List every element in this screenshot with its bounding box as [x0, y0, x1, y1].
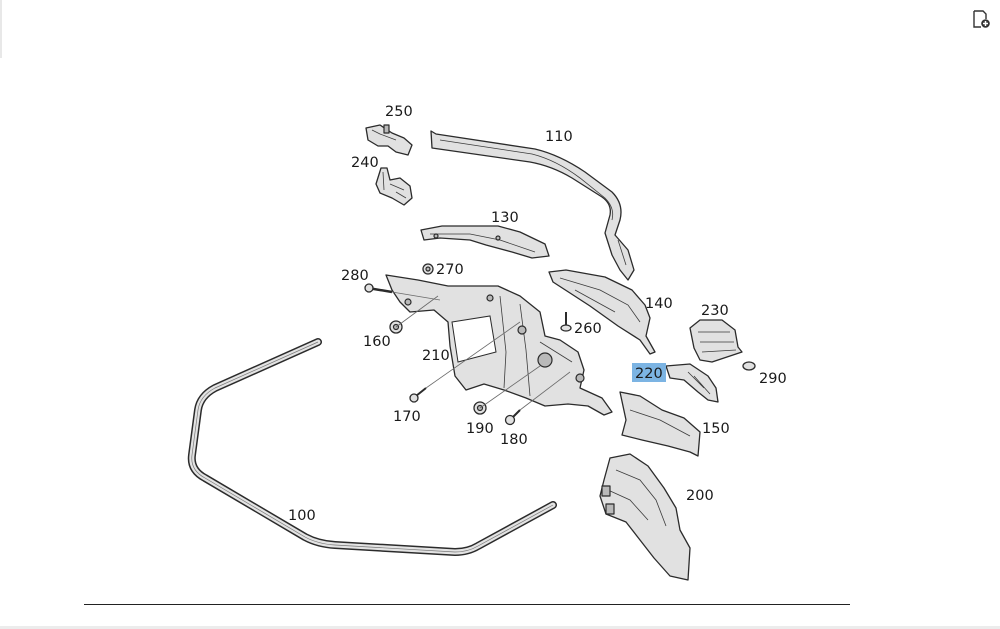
- bottom-scroll-area: [0, 626, 1000, 629]
- add-to-list-icon: [973, 10, 990, 28]
- label-240[interactable]: 240: [351, 155, 379, 171]
- fastener-180[interactable]: [504, 409, 521, 426]
- part-290-clip[interactable]: [742, 361, 756, 371]
- part-200-panel[interactable]: [599, 453, 691, 581]
- part-110-upper-rail[interactable]: [430, 130, 635, 281]
- label-200[interactable]: 200: [686, 488, 714, 504]
- label-140[interactable]: 140: [645, 296, 673, 312]
- label-230[interactable]: 230: [701, 303, 729, 319]
- label-170[interactable]: 170: [393, 409, 421, 425]
- callout-labels: 250 110 240 130 280 270 140 230 260 160 …: [288, 104, 787, 524]
- label-220-highlight: [632, 363, 666, 382]
- label-100[interactable]: 100: [288, 508, 316, 524]
- part-130-panel[interactable]: [420, 225, 550, 259]
- label-150[interactable]: 150: [702, 421, 730, 437]
- label-190[interactable]: 190: [466, 421, 494, 437]
- label-220[interactable]: 220: [635, 366, 663, 382]
- label-260[interactable]: 260: [574, 321, 602, 337]
- add-to-list-button[interactable]: [968, 6, 994, 32]
- diagram-baseline: [84, 604, 850, 605]
- label-280[interactable]: 280: [341, 268, 369, 284]
- label-180[interactable]: 180: [500, 432, 528, 448]
- fastener-170[interactable]: [409, 387, 427, 403]
- part-220-bracket[interactable]: [665, 363, 719, 403]
- fastener-260[interactable]: [560, 312, 572, 332]
- label-210[interactable]: 210: [422, 348, 450, 364]
- part-230-cover[interactable]: [689, 319, 743, 363]
- part-140-panel[interactable]: [548, 269, 656, 355]
- fastener-270[interactable]: [422, 263, 434, 275]
- left-panel-edge: [0, 0, 2, 58]
- part-210-inner-panel[interactable]: [385, 274, 613, 416]
- part-250-bracket[interactable]: [365, 124, 413, 156]
- part-100-seal-strip[interactable]: [187, 338, 557, 556]
- label-250[interactable]: 250: [385, 104, 413, 120]
- part-240-bracket[interactable]: [375, 167, 413, 206]
- part-150-panel[interactable]: [619, 391, 701, 457]
- label-160[interactable]: 160: [363, 334, 391, 350]
- label-270[interactable]: 270: [436, 262, 464, 278]
- leader-lines: [391, 291, 571, 411]
- label-130[interactable]: 130: [491, 210, 519, 226]
- label-290[interactable]: 290: [759, 371, 787, 387]
- fastener-280[interactable]: [364, 283, 393, 294]
- label-110[interactable]: 110: [545, 129, 573, 145]
